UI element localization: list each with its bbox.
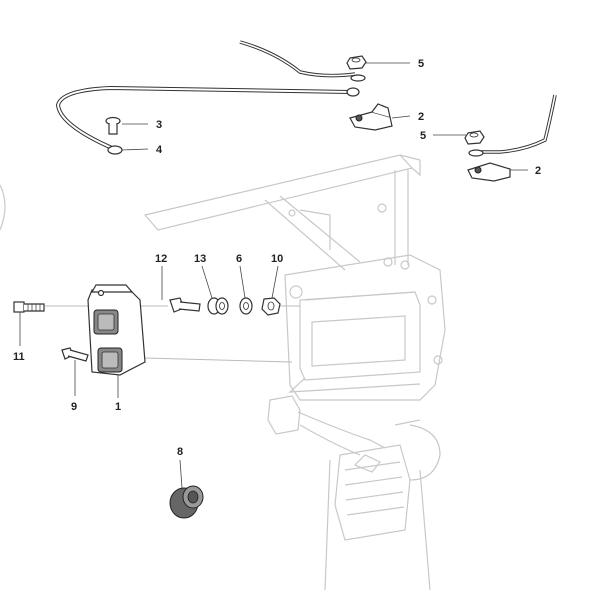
nut-part-5-right — [464, 130, 485, 157]
callout-12: 12 — [155, 253, 167, 265]
switch-unit-part-1 — [87, 284, 146, 376]
bolt-part-11 — [13, 301, 45, 313]
callout-4: 4 — [156, 144, 163, 156]
ground-cable — [55, 85, 360, 155]
frame-background — [0, 154, 446, 591]
callout-5-top: 5 — [418, 58, 424, 70]
callout-2-right: 2 — [535, 165, 541, 177]
bolt-part-9 — [61, 347, 89, 362]
callout-10: 10 — [271, 253, 283, 265]
washer-part-6 — [239, 297, 253, 315]
callout-3: 3 — [156, 119, 162, 131]
callout-1: 1 — [115, 401, 121, 413]
callout-9: 9 — [71, 401, 77, 413]
grommet-part-8 — [169, 485, 204, 519]
callout-11: 11 — [13, 351, 25, 363]
callout-labels: 5 2 3 4 5 2 12 13 6 10 11 9 1 8 — [13, 58, 541, 458]
nut-part-5-top — [346, 55, 367, 82]
leader-lines — [19, 62, 528, 489]
callout-13: 13 — [194, 253, 206, 265]
callout-6: 6 — [236, 253, 242, 265]
callout-5-right: 5 — [420, 130, 426, 142]
upper-wire — [239, 40, 356, 78]
bolt-part-12 — [169, 297, 201, 313]
right-wire — [478, 94, 557, 154]
callout-8: 8 — [177, 446, 183, 458]
terminal-part-2-right — [467, 162, 511, 182]
terminal-part-2-top — [349, 103, 393, 131]
nut-part-10 — [261, 297, 281, 316]
screw-part-3 — [105, 116, 121, 135]
spacer-part-13 — [207, 297, 229, 315]
callout-2-top: 2 — [418, 111, 424, 123]
